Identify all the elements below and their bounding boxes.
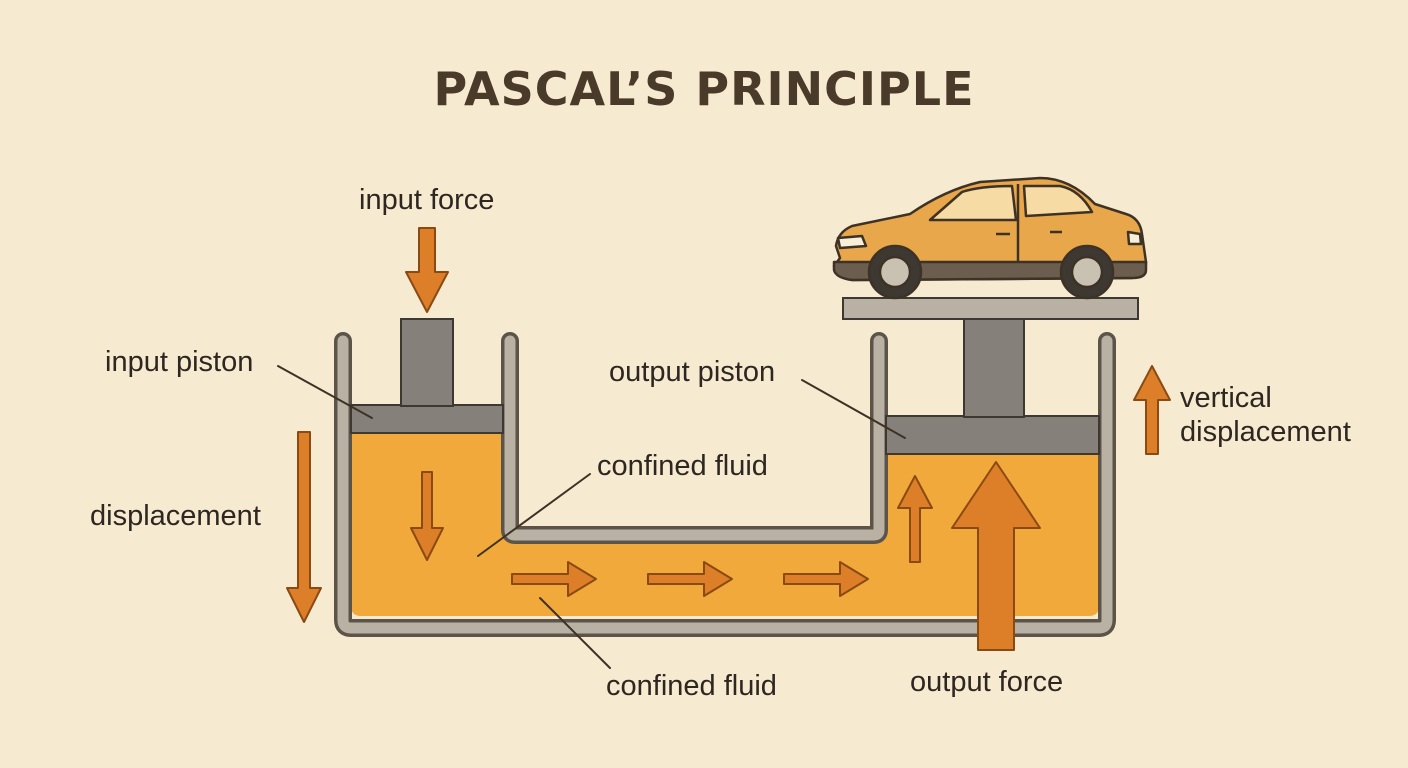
leader-input-piston [277, 365, 373, 419]
vertical-displacement-arrow-icon [1133, 365, 1171, 455]
fluid-right-arrow-icon [783, 561, 869, 597]
input-piston [350, 318, 504, 434]
label-displacement: displacement [90, 500, 261, 532]
displacement-arrow-icon [286, 431, 322, 623]
label-input-piston: input piston [105, 346, 254, 378]
leader-confined-fluid-upper [477, 473, 591, 557]
fluid-up-arrow-icon [897, 475, 933, 563]
leader-lines [277, 365, 906, 669]
label-confined-fluid-lower: confined fluid [606, 670, 777, 702]
output-piston [842, 297, 1139, 455]
confined-fluid-body [351, 432, 1099, 616]
lift-platform [842, 297, 1139, 320]
car-icon [832, 176, 1148, 300]
output-force-arrow-icon [951, 461, 1041, 651]
fluid-right-arrow-icon [647, 561, 733, 597]
input-force-arrow-icon [405, 227, 449, 313]
label-input-force: input force [359, 184, 495, 216]
label-output-piston: output piston [609, 356, 776, 388]
fluid-right-arrow-icon [511, 561, 597, 597]
leader-confined-fluid-lower [539, 597, 611, 669]
label-vertical-displacement: displacement [1180, 416, 1351, 448]
fluid-down-arrow-icon [410, 471, 444, 561]
label-confined-fluid-upper: confined fluid [597, 450, 768, 482]
label-output-force: output force [910, 666, 1064, 698]
label-vertical: vertical [1180, 382, 1272, 414]
leader-output-piston [801, 379, 906, 439]
diagram-title: PASCAL’S PRINCIPLE [433, 62, 975, 116]
